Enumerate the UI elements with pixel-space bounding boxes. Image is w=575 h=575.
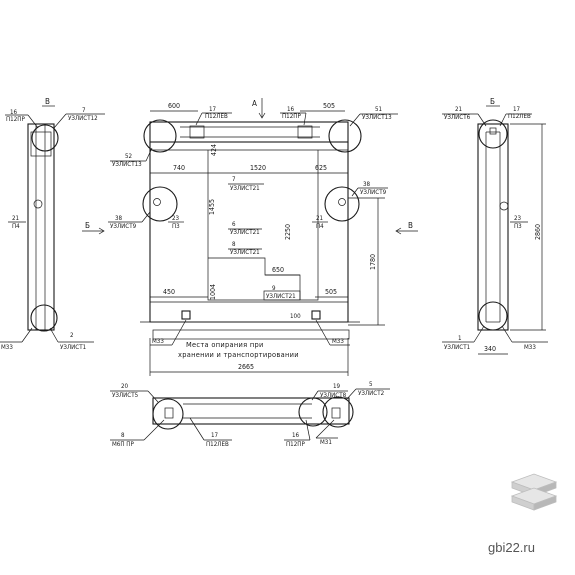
callout-r1: 1 — [458, 335, 462, 342]
dim-1455: 1455 — [208, 199, 216, 215]
callout-7b-sub: УЗЛИСТ21 — [230, 185, 260, 192]
dim-625: 625 — [315, 164, 327, 172]
bottom-plan-view: 20 УЗЛИСТ5 19 УЗЛИСТ8 5 УЗЛИСТ2 8 М6П ПР… — [110, 381, 390, 448]
dim-740: 740 — [173, 164, 185, 172]
callout-b19-sub: УЗЛИСТ8 — [320, 392, 347, 399]
label-m33b: М33 — [152, 338, 164, 345]
callout-16b-sub: П12ПР — [282, 113, 301, 120]
detail-circle — [31, 124, 59, 152]
dim-650: 650 — [272, 266, 284, 274]
callout-16: 16 — [10, 109, 18, 116]
callout-16-sub: П12ПР — [6, 116, 25, 123]
callout-2: 2 — [70, 332, 74, 339]
callout-r23: 23 — [514, 215, 522, 222]
dim-424: 424 — [210, 144, 218, 156]
detail-circle — [478, 119, 508, 149]
callout-7-sub: УЗЛИСТ12 — [68, 115, 98, 122]
callout-r1-sub: УЗЛИСТ1 — [444, 344, 471, 351]
logo-icon — [510, 473, 558, 511]
callout-b20: 20 — [121, 383, 129, 390]
callout-21b: 21 — [316, 215, 324, 222]
dim-1004: 1004 — [209, 284, 217, 300]
callout-b16: 16 — [292, 432, 300, 439]
section-label-b: Б — [490, 97, 495, 106]
callout-b5: 5 — [369, 381, 373, 388]
callout-b20-sub: УЗЛИСТ5 — [112, 392, 139, 399]
arrow-label-b: Б — [85, 221, 90, 230]
callout-6: 6 — [232, 221, 236, 228]
callout-21b-sub: П4 — [316, 223, 324, 230]
dim-2665: 2665 — [238, 363, 254, 371]
note-line-2: хранении и транспортировании — [178, 350, 299, 359]
callout-r21-sub: УЗЛИСТ6 — [444, 114, 471, 121]
callout-52-sub: УЗЛИСТ13 — [112, 161, 142, 168]
callout-7: 7 — [82, 107, 86, 114]
callout-52: 52 — [125, 153, 132, 160]
right-side-view: Б 2860 340 21 УЗЛИСТ6 17 П12ЛЕВ 23 П3 1 … — [442, 97, 548, 355]
callout-b8-sub: М6П ПР — [112, 441, 134, 448]
callout-b16-sub: П12ПР — [286, 441, 305, 448]
callout-r17: 17 — [513, 106, 521, 113]
label-m33: М33 — [1, 344, 13, 351]
section-label-a: А — [252, 99, 257, 108]
site-watermark[interactable]: gbi22.ru — [488, 540, 535, 555]
callout-9-sub: УЗЛИСТ21 — [266, 293, 296, 300]
callout-16b: 16 — [287, 106, 295, 113]
callout-7b: 7 — [232, 176, 236, 183]
callout-17-sub: П12ЛЕВ — [205, 113, 228, 120]
left-side-view: В 16 П12ПР 7 УЗЛИСТ12 21 П4 М33 2 УЗЛИСТ… — [0, 97, 105, 351]
callout-21: 21 — [12, 215, 20, 222]
callout-9: 9 — [272, 285, 276, 292]
label-m31: М31 — [320, 439, 332, 446]
dim-600: 600 — [168, 102, 180, 110]
callout-r17-sub: П12ЛЕВ — [508, 113, 531, 120]
detail-circle — [142, 186, 178, 222]
callout-23-sub: П3 — [172, 223, 180, 230]
detail-circle — [478, 301, 508, 331]
detail-circle — [322, 396, 354, 428]
dim-2250: 2250 — [284, 224, 292, 240]
dim-505-bottom: 505 — [325, 288, 337, 296]
dim-505: 505 — [323, 102, 335, 110]
callout-r23-sub: П3 — [514, 223, 522, 230]
label-m33d: М33 — [524, 344, 536, 351]
callout-b5-sub: УЗЛИСТ2 — [358, 390, 384, 397]
callout-38b: 38 — [363, 181, 371, 188]
arrow-label-v: В — [408, 221, 413, 230]
main-front-view: А 600 505 740 1520 625 42 — [82, 98, 418, 376]
dim-2860: 2860 — [534, 224, 542, 240]
label-m33c: М33 — [332, 338, 344, 345]
callout-b17-sub: П12ЛЕВ — [206, 441, 229, 448]
callout-23: 23 — [172, 215, 180, 222]
dim-1780: 1780 — [369, 254, 377, 270]
callout-51: 51 — [375, 106, 383, 113]
callout-38: 38 — [115, 215, 123, 222]
dim-340: 340 — [484, 345, 496, 353]
callout-2-sub: УЗЛИСТ1 — [60, 344, 87, 351]
detail-circle — [328, 119, 362, 153]
callout-38b-sub: УЗЛИСТ9 — [360, 189, 387, 196]
callout-b8: 8 — [121, 432, 125, 439]
dim-450: 450 — [163, 288, 175, 296]
callout-17: 17 — [209, 106, 217, 113]
callout-51-sub: УЗЛИСТ13 — [362, 114, 392, 121]
callout-8: 8 — [232, 241, 236, 248]
callout-8-sub: УЗЛИСТ21 — [230, 249, 260, 256]
dim-100: 100 — [290, 313, 301, 320]
detail-circle — [30, 304, 58, 332]
detail-circle — [143, 119, 177, 153]
callout-38-sub: УЗЛИСТ9 — [110, 223, 137, 230]
section-label-v: В — [45, 97, 50, 106]
callout-b19: 19 — [333, 383, 341, 390]
callout-21-sub: П4 — [12, 223, 20, 230]
callout-6-sub: УЗЛИСТ21 — [230, 229, 260, 236]
note-line-1: Места опирания при — [186, 340, 264, 349]
detail-circle — [324, 186, 360, 222]
detail-circle — [152, 398, 184, 430]
callout-r21: 21 — [455, 106, 463, 113]
dim-1520: 1520 — [250, 164, 266, 172]
callout-b17: 17 — [211, 432, 219, 439]
